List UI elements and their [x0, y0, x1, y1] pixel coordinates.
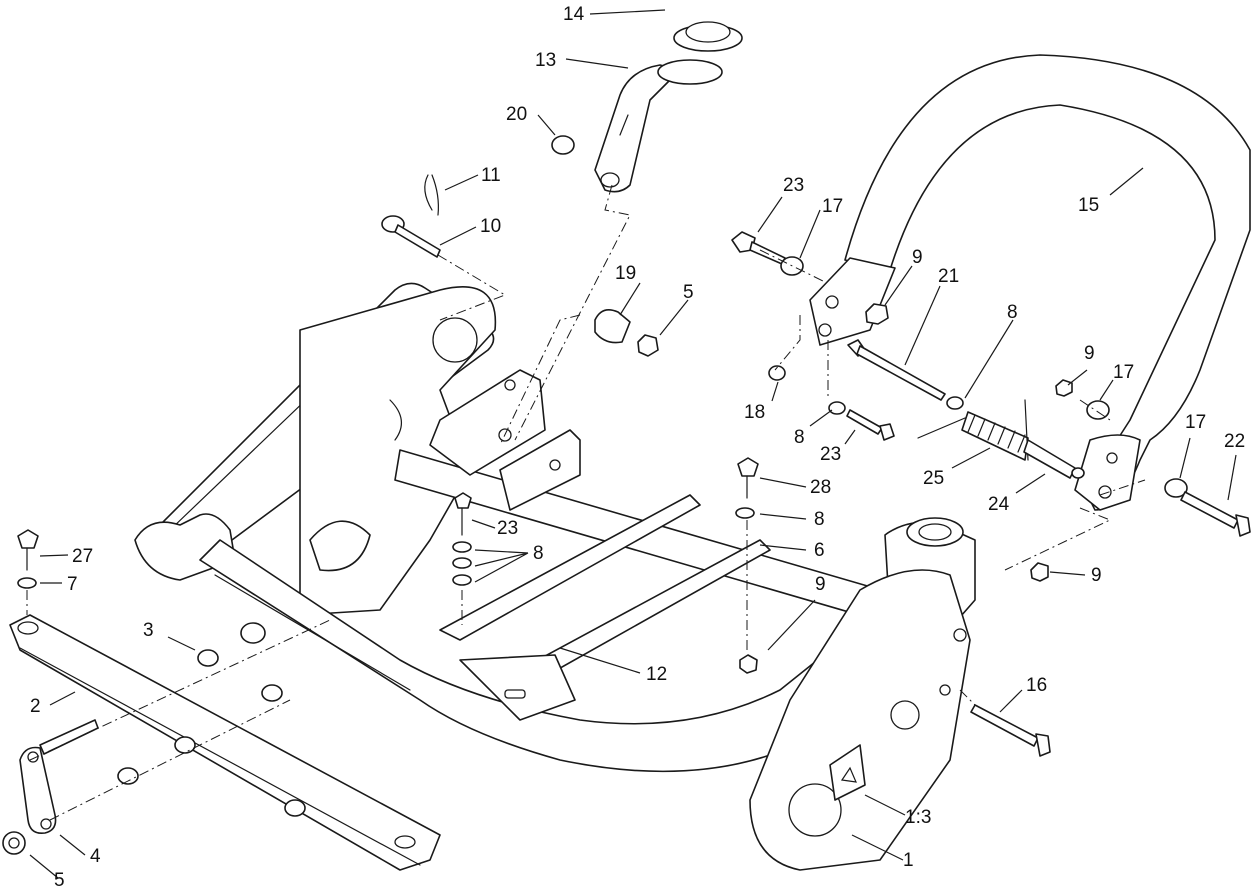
callout-23-mid: 23	[820, 444, 841, 465]
callout-12: 12	[646, 664, 667, 685]
callout-1: 1	[903, 850, 914, 871]
callout-labels: 14 13 20 11 10 19 5 23 17 9 21 15 8 9 17…	[30, 4, 1245, 891]
callout-15: 15	[1078, 195, 1099, 216]
callout-7: 7	[67, 574, 78, 595]
callout-5-bottom: 5	[54, 870, 65, 891]
callout-9-top: 9	[912, 247, 923, 268]
callout-22: 22	[1224, 431, 1245, 452]
alignment-lines	[26, 184, 1146, 821]
pedal-arm	[594, 21, 743, 193]
callout-17-top: 17	[822, 196, 843, 217]
callout-2: 2	[30, 696, 41, 717]
callout-3: 3	[143, 620, 154, 641]
callout-17-far-right: 17	[1185, 412, 1206, 433]
hardware	[17, 135, 1251, 785]
callout-20: 20	[506, 104, 527, 125]
callout-8-washers: 8	[533, 543, 544, 564]
callout-9-under: 9	[815, 574, 826, 595]
callout-6: 6	[814, 540, 825, 561]
callout-27: 27	[72, 546, 93, 567]
callout-16: 16	[1026, 675, 1047, 696]
callout-24: 24	[988, 494, 1010, 515]
callout-4: 4	[90, 846, 101, 867]
callout-28: 28	[810, 477, 831, 498]
link-arm	[2, 719, 99, 855]
callout-10: 10	[480, 216, 501, 237]
seat-mount-brackets	[429, 369, 771, 721]
callout-23-top: 23	[783, 175, 804, 196]
callout-8-bolt28: 8	[814, 509, 825, 530]
axle-bar	[9, 614, 441, 871]
leader-lines	[29, 9, 1237, 879]
callout-9-right: 9	[1084, 343, 1095, 364]
callout-17-right: 17	[1113, 362, 1134, 383]
callout-23-seat: 23	[497, 518, 518, 539]
callout-8-spring: 8	[1007, 302, 1018, 323]
callout-11: 11	[481, 165, 501, 186]
callout-14: 14	[563, 4, 585, 25]
callout-19: 19	[615, 263, 636, 284]
callout-13: 13	[535, 50, 556, 71]
callout-8-left: 8	[794, 427, 805, 448]
callout-21: 21	[938, 266, 959, 287]
callout-25: 25	[923, 468, 944, 489]
callout-5-top: 5	[683, 282, 694, 303]
callout-9-frame: 9	[1091, 565, 1102, 586]
handle-bar	[809, 54, 1251, 511]
callout-1-3: 1:3	[905, 807, 931, 828]
callout-18: 18	[744, 402, 765, 423]
